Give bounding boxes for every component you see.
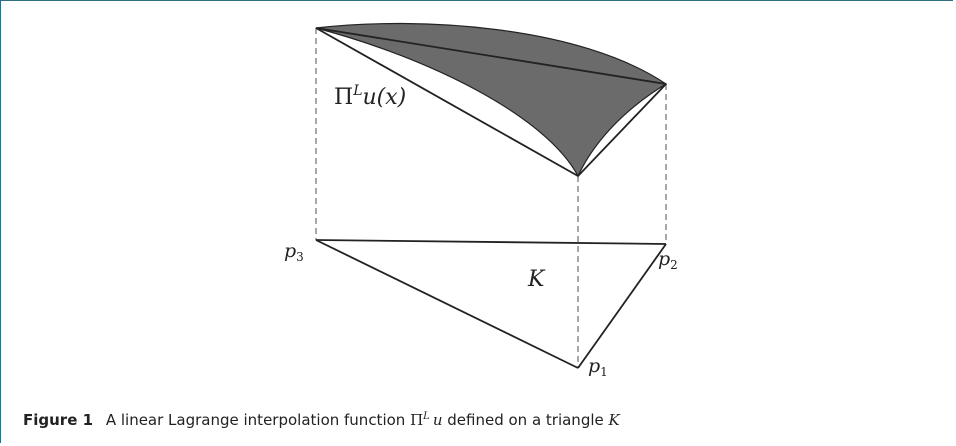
caption-pi: Π [410,411,424,429]
triangle-edge-left [315,239,579,369]
interpolant-label-fn: u(x) [362,85,406,110]
figure-caption: Figure 1 A linear Lagrange interpolation… [23,411,620,429]
interpolant-edge-right [577,83,667,177]
interpolant-triangle [315,27,667,177]
interpolant-label-pi: Π [334,85,353,110]
interpolant-edge-top [315,27,667,85]
caption-label: Figure 1 [23,411,94,429]
vertex-label-p3: p3 [284,240,304,264]
caption-text-before: A linear Lagrange interpolation function [105,411,406,429]
function-surface [315,22,668,178]
interpolant-label: ΠLu(x) [334,83,406,110]
interpolant-label-sup: L [352,83,362,99]
triangle-label: K [527,267,546,292]
vertex-label-p2: p2 [658,248,678,272]
projection-lines [315,28,667,368]
interpolant-edge-left [315,27,579,177]
caption-sup: L [423,411,430,422]
caption-var: u [432,411,443,429]
triangle-edge-top [315,239,667,245]
base-triangle [315,239,667,369]
caption-text-after: defined on a triangle [447,411,604,429]
caption-triangle: K [608,411,620,429]
vertex-label-p1: p1 [588,355,608,379]
triangle-edge-right [577,243,667,369]
